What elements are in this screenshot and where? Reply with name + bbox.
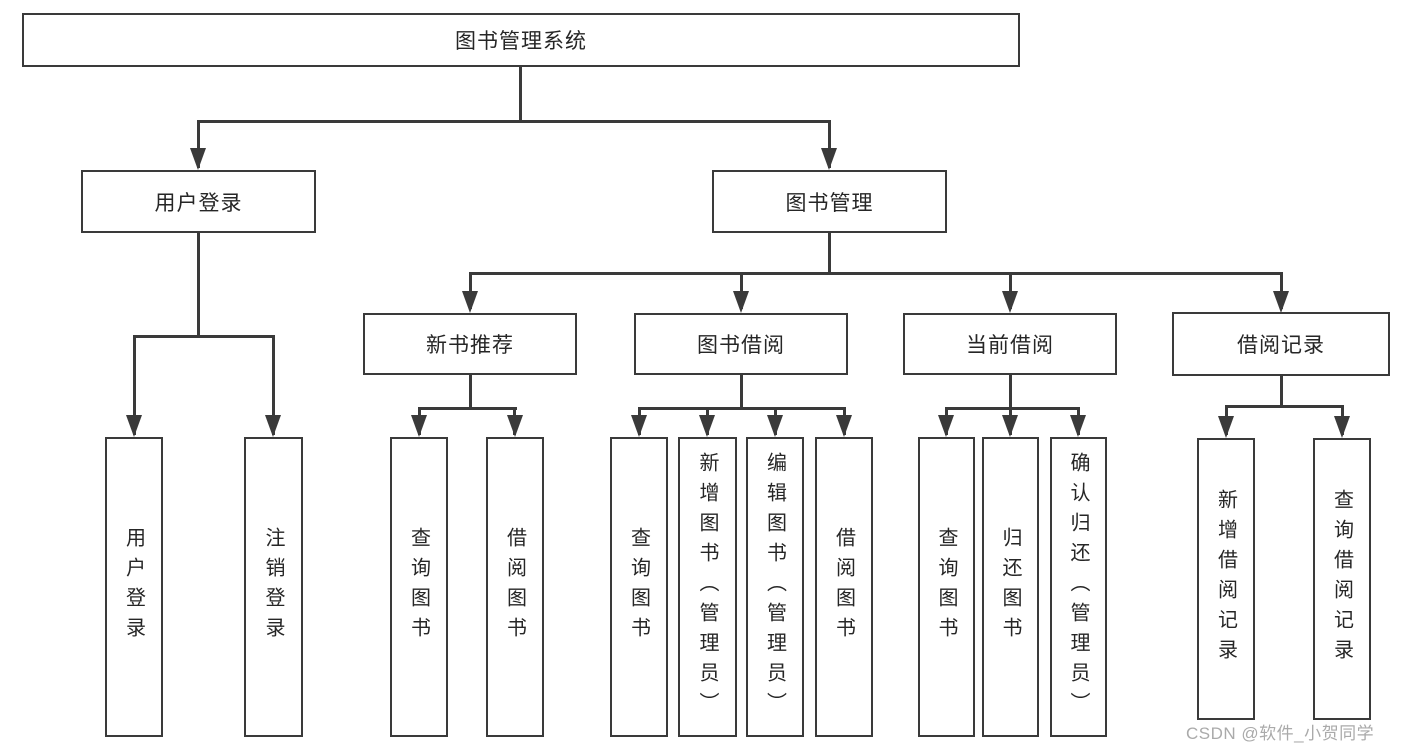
node-current-borrowing: 当前借阅 [903, 313, 1117, 375]
connector-drop [133, 335, 136, 435]
node-user-login: 用户登录 [81, 170, 316, 233]
arrowhead-down-icon [1002, 291, 1018, 313]
leaf-recommend-query-books: 查询图书 [390, 437, 448, 737]
connector-drop [1280, 272, 1283, 309]
connector-drop [469, 272, 472, 309]
arrowhead-down-icon [1070, 415, 1086, 437]
leaf-add-borrow-record: 新增借阅记录 [1197, 438, 1255, 720]
leaf-query-borrow-record: 查询借阅记录 [1313, 438, 1371, 720]
leaf-borrow-books: 借阅图书 [815, 437, 873, 737]
arrowhead-down-icon [1002, 415, 1018, 437]
node-new-book-recommendation: 新书推荐 [363, 313, 577, 375]
leaf-confirm-return-admin: 确认归还（管理员） [1050, 437, 1107, 737]
connector-drop [272, 335, 275, 435]
arrowhead-down-icon [411, 415, 427, 437]
connector-records-stem [1280, 376, 1283, 405]
connector-borrowing-rail [638, 407, 846, 410]
arrowhead-down-icon [1218, 416, 1234, 438]
connector-borrowing-stem [740, 375, 743, 407]
node-book-borrowing: 图书借阅 [634, 313, 848, 375]
arrowhead-down-icon [631, 415, 647, 437]
connector-level3-rail [469, 272, 1282, 275]
connector-records-rail [1225, 405, 1344, 408]
leaf-edit-books-admin: 编辑图书（管理员） [746, 437, 804, 737]
arrowhead-down-icon [462, 291, 478, 313]
csdn-watermark: CSDN @软件_小贺同学 [1186, 724, 1375, 743]
connector-book-mgmt-stem [828, 233, 831, 272]
leaf-return-books: 归还图书 [982, 437, 1039, 737]
connector-user-login-rail [133, 335, 275, 338]
arrowhead-down-icon [1273, 291, 1289, 313]
connector-current-rail [945, 407, 1080, 410]
connector-current-stem [1009, 375, 1012, 407]
connector-user-login-stem [197, 233, 200, 335]
connector-drop [740, 272, 743, 309]
connector-recommend-rail [418, 407, 517, 410]
connector-drop [1009, 272, 1012, 309]
arrowhead-down-icon [1334, 416, 1350, 438]
connector-drop [197, 120, 200, 168]
arrowhead-down-icon [938, 415, 954, 437]
arrowhead-down-icon [507, 415, 523, 437]
connector-root-stem [519, 67, 522, 120]
connector-drop [828, 120, 831, 168]
arrowhead-down-icon [126, 415, 142, 437]
node-borrowing-records: 借阅记录 [1172, 312, 1390, 376]
arrowhead-down-icon [733, 291, 749, 313]
leaf-logout: 注销登录 [244, 437, 303, 737]
arrowhead-down-icon [699, 415, 715, 437]
arrowhead-down-icon [265, 415, 281, 437]
arrowhead-down-icon [836, 415, 852, 437]
arrowhead-down-icon [767, 415, 783, 437]
connector-level2-rail [197, 120, 831, 123]
node-library-management-system: 图书管理系统 [22, 13, 1020, 67]
leaf-borrow-query-books: 查询图书 [610, 437, 668, 737]
arrowhead-down-icon [190, 148, 206, 170]
connector-recommend-stem [469, 375, 472, 407]
leaf-recommend-borrow-books: 借阅图书 [486, 437, 544, 737]
leaf-add-books-admin: 新增图书（管理员） [678, 437, 737, 737]
arrowhead-down-icon [821, 148, 837, 170]
leaf-current-query-books: 查询图书 [918, 437, 975, 737]
node-book-management: 图书管理 [712, 170, 947, 233]
leaf-user-login: 用户登录 [105, 437, 163, 737]
